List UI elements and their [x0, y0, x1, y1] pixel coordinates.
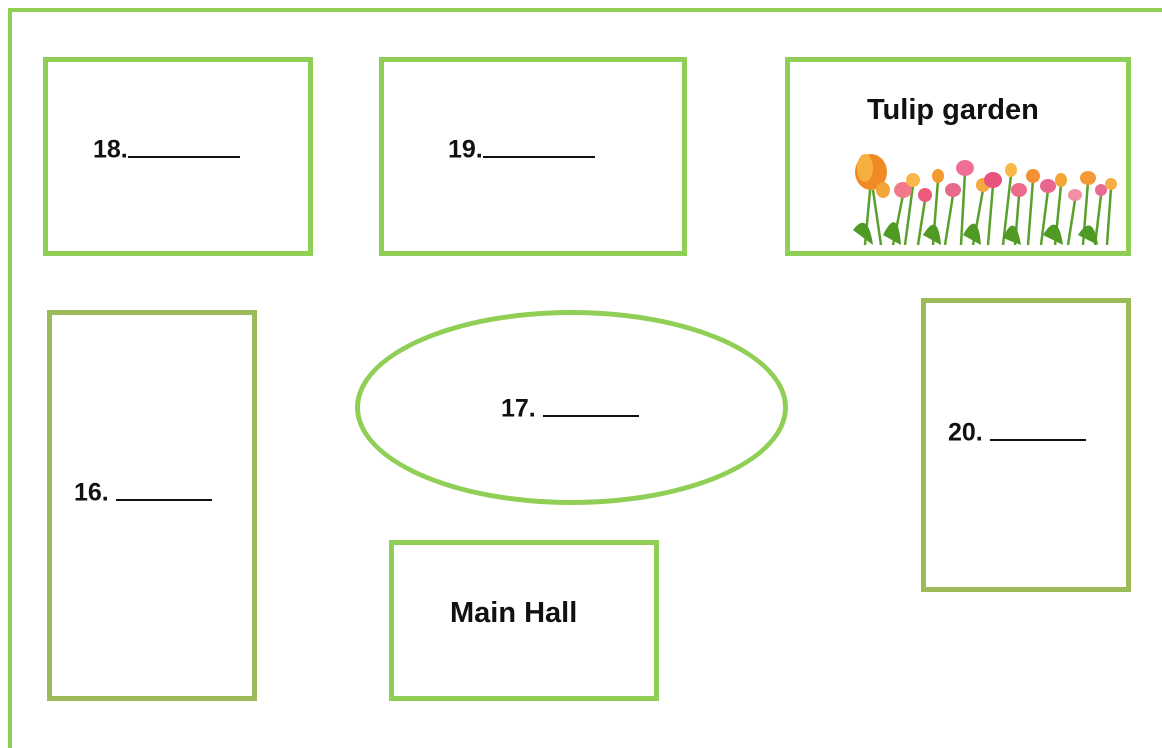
map-outer-border: [8, 8, 1162, 748]
room-20-label: 20.: [948, 416, 1086, 448]
room-16-blank[interactable]: [115, 476, 212, 501]
room-16-box: [47, 310, 257, 701]
room-20-box: [921, 298, 1131, 592]
room-18-label: 18.: [93, 133, 240, 165]
room-18-number: 18.: [93, 135, 128, 164]
room-16-number: 16.: [74, 478, 109, 507]
room-18-blank[interactable]: [127, 133, 240, 158]
room-17-number: 17.: [501, 394, 536, 423]
room-19-label: 19.: [448, 133, 595, 165]
room-20-blank[interactable]: [989, 416, 1086, 441]
main-hall-title: Main Hall: [450, 597, 578, 629]
main-hall-box: [389, 540, 659, 701]
room-19-blank[interactable]: [482, 133, 595, 158]
room-17-blank[interactable]: [542, 392, 639, 417]
room-20-number: 20.: [948, 418, 983, 447]
tulip-garden-box: [785, 57, 1131, 256]
tulip-garden-title: Tulip garden: [867, 94, 1039, 126]
room-17-ellipse: [355, 310, 788, 505]
room-19-number: 19.: [448, 135, 483, 164]
tulip-flowers-image: [853, 154, 1117, 246]
room-16-label: 16.: [74, 476, 212, 508]
room-17-label: 17.: [501, 392, 639, 424]
